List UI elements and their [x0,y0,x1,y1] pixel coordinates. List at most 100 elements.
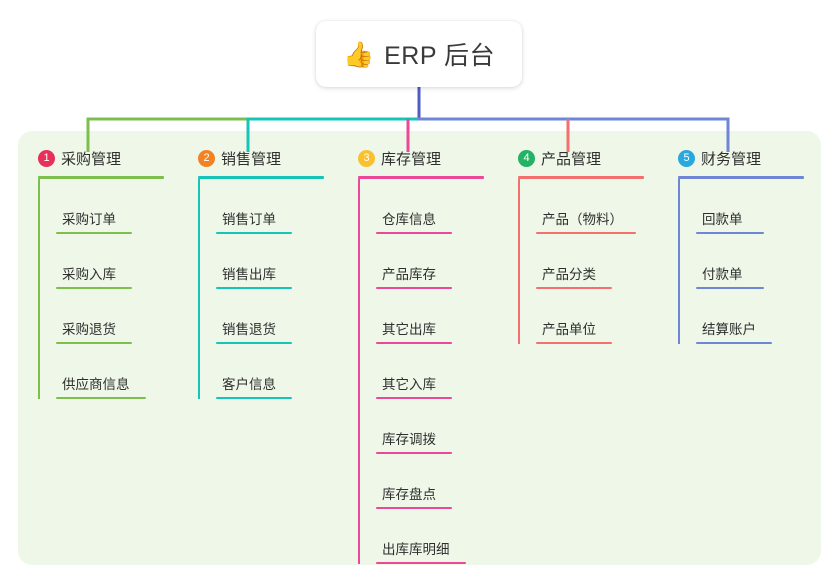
leaf-underline [536,232,636,234]
branch-header-4[interactable]: 4 产品管理 [498,145,656,171]
branch-underline [678,176,804,179]
leaf-label: 销售退货 [222,322,276,337]
branch-badge-2: 2 [198,149,215,167]
leaf-underline [376,562,466,564]
leaf-underline [56,287,132,289]
leaf-label: 其它入库 [382,377,436,392]
leaf-underline [56,397,146,399]
leaf-item[interactable]: 其它入库 [358,344,496,399]
leaf-underline [696,232,764,234]
leaf-underline [216,397,292,399]
leaf-list: 产品（物料） 产品分类产品单位 [498,179,656,344]
branch-badge-1: 1 [38,149,55,167]
leaf-underline [696,287,764,289]
leaf-item[interactable]: 付款单 [678,234,816,289]
branch-column-2: 2 销售管理销售订单销售出库销售退货客户信息 [178,145,336,399]
root-node[interactable]: 👍 ERP 后台 [316,21,522,87]
leaf-label: 客户信息 [222,377,276,392]
leaf-label: 产品分类 [542,267,596,282]
leaf-underline [376,397,452,399]
branch-title: 库存管理 [381,150,442,168]
leaf-item[interactable]: 产品库存 [358,234,496,289]
leaf-label: 其它出库 [382,322,436,337]
branch-title: 财务管理 [701,150,762,168]
leaf-list: 仓库信息产品库存其它出库其它入库库存调拨库存盘点出库库明细 [338,179,496,564]
leaf-item[interactable]: 库存盘点 [358,454,496,509]
leaf-underline [56,342,132,344]
leaf-item[interactable]: 仓库信息 [358,179,496,234]
branch-column-3: 3 库存管理仓库信息产品库存其它出库其它入库库存调拨库存盘点出库库明细 [338,145,496,564]
leaf-label: 产品单位 [542,322,596,337]
root-title: ERP 后台 [384,42,496,70]
leaf-label: 仓库信息 [382,212,436,227]
leaf-label: 采购入库 [62,267,116,282]
branch-spine [518,179,520,344]
leaf-item[interactable]: 客户信息 [198,344,336,399]
leaf-label: 销售订单 [222,212,276,227]
leaf-label: 结算账户 [702,322,756,337]
branch-title: 销售管理 [221,150,282,168]
branch-spine [38,179,40,399]
leaf-item[interactable]: 出库库明细 [358,509,496,564]
leaf-underline [536,342,612,344]
leaf-list: 采购订单采购入库采购退货供应商信息 [18,179,176,399]
leaf-underline [696,342,772,344]
leaf-item[interactable]: 结算账户 [678,289,816,344]
leaf-underline [376,452,452,454]
branch-underline [38,176,164,179]
leaf-label: 产品库存 [382,267,436,282]
leaf-list: 销售订单销售出库销售退货客户信息 [178,179,336,399]
branch-column-1: 1 采购管理采购订单采购入库采购退货供应商信息 [18,145,176,399]
branch-badge-3: 3 [358,149,375,167]
branch-header-3[interactable]: 3 库存管理 [338,145,496,171]
branch-column-4: 4 产品管理产品（物料） 产品分类产品单位 [498,145,656,344]
thumbs-up-icon: 👍 [342,39,375,69]
leaf-label: 库存盘点 [382,487,436,502]
leaf-label: 销售出库 [222,267,276,282]
leaf-item[interactable]: 供应商信息 [38,344,176,399]
branch-underline [518,176,644,179]
branch-badge-4: 4 [518,149,535,167]
branch-underline [198,176,324,179]
leaf-underline [216,232,292,234]
leaf-label: 采购退货 [62,322,116,337]
leaf-item[interactable]: 回款单 [678,179,816,234]
leaf-label: 库存调拨 [382,432,436,447]
leaf-list: 回款单付款单结算账户 [658,179,816,344]
leaf-underline [376,287,452,289]
branch-title: 产品管理 [541,150,602,168]
leaf-item[interactable]: 库存调拨 [358,399,496,454]
leaf-underline [376,507,452,509]
leaf-underline [216,342,292,344]
leaf-underline [376,232,452,234]
branch-title: 采购管理 [61,150,122,168]
leaf-underline [56,232,132,234]
content-panel [18,131,821,565]
branch-underline [358,176,484,179]
leaf-underline [216,287,292,289]
branch-header-1[interactable]: 1 采购管理 [18,145,176,171]
leaf-item[interactable]: 采购退货 [38,289,176,344]
leaf-item[interactable]: 产品单位 [518,289,656,344]
branch-spine [678,179,680,344]
leaf-item[interactable]: 采购入库 [38,234,176,289]
branch-header-2[interactable]: 2 销售管理 [178,145,336,171]
leaf-item[interactable]: 产品分类 [518,234,656,289]
leaf-item[interactable]: 其它出库 [358,289,496,344]
leaf-underline [536,287,612,289]
leaf-item[interactable]: 销售出库 [198,234,336,289]
leaf-underline [376,342,452,344]
leaf-label: 采购订单 [62,212,116,227]
leaf-label: 付款单 [702,267,743,282]
leaf-label: 出库库明细 [382,542,450,557]
leaf-item[interactable]: 销售退货 [198,289,336,344]
branch-spine [198,179,200,399]
leaf-label: 供应商信息 [62,377,130,392]
leaf-item[interactable]: 采购订单 [38,179,176,234]
leaf-item[interactable]: 销售订单 [198,179,336,234]
leaf-label: 回款单 [702,212,743,227]
leaf-item[interactable]: 产品（物料） [518,179,656,234]
